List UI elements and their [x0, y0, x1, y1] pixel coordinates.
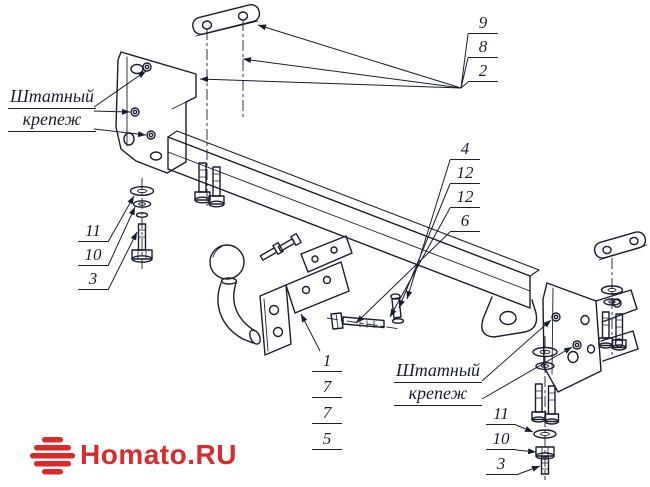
left-bolts [194, 162, 225, 208]
callout-part-3-left: 3 [78, 268, 108, 290]
top-plate [192, 4, 261, 37]
callout-part-12a: 12 [450, 162, 480, 184]
callout-part-10-left: 10 [78, 244, 108, 266]
standard-fasteners-label-bottom-line1: Штатный [394, 360, 482, 383]
callout-part-3-right: 3 [486, 453, 516, 475]
top-right-plate [593, 231, 648, 261]
centerlines [141, 20, 613, 480]
callout-part-5: 5 [312, 428, 342, 450]
tow-ball [209, 244, 261, 345]
logo-icon [30, 437, 75, 475]
callout-part-1: 1 [312, 350, 342, 372]
callout-part-7b: 7 [312, 402, 342, 424]
callout-part-7a: 7 [312, 376, 342, 398]
standard-fasteners-label-top: Штатный крепеж [8, 86, 96, 132]
callout-part-8: 8 [468, 36, 498, 58]
homato-logo-text: Homato.RU [80, 439, 237, 470]
callout-part-10-right: 10 [486, 428, 516, 450]
standard-fasteners-label-top-line1: Штатный [8, 86, 96, 109]
leader-lines [93, 24, 573, 476]
main-beam [167, 130, 540, 309]
left-bracket [115, 51, 197, 174]
callout-part-4: 4 [450, 138, 480, 160]
standard-fasteners-label-bottom-line2: крепеж [394, 383, 482, 406]
callout-part-11-left: 11 [78, 220, 108, 242]
standard-fasteners-label-bottom: Штатный крепеж [394, 360, 482, 406]
callout-part-12b: 12 [450, 186, 480, 208]
right-hook [481, 296, 538, 338]
callout-part-6: 6 [450, 210, 480, 232]
callout-part-9: 9 [468, 12, 498, 34]
standard-fasteners-label-top-line2: крепеж [8, 109, 96, 132]
callout-part-11-right: 11 [486, 403, 516, 425]
ball-bracket [259, 232, 353, 356]
callout-part-2: 2 [468, 60, 498, 82]
right-bracket [542, 282, 639, 393]
